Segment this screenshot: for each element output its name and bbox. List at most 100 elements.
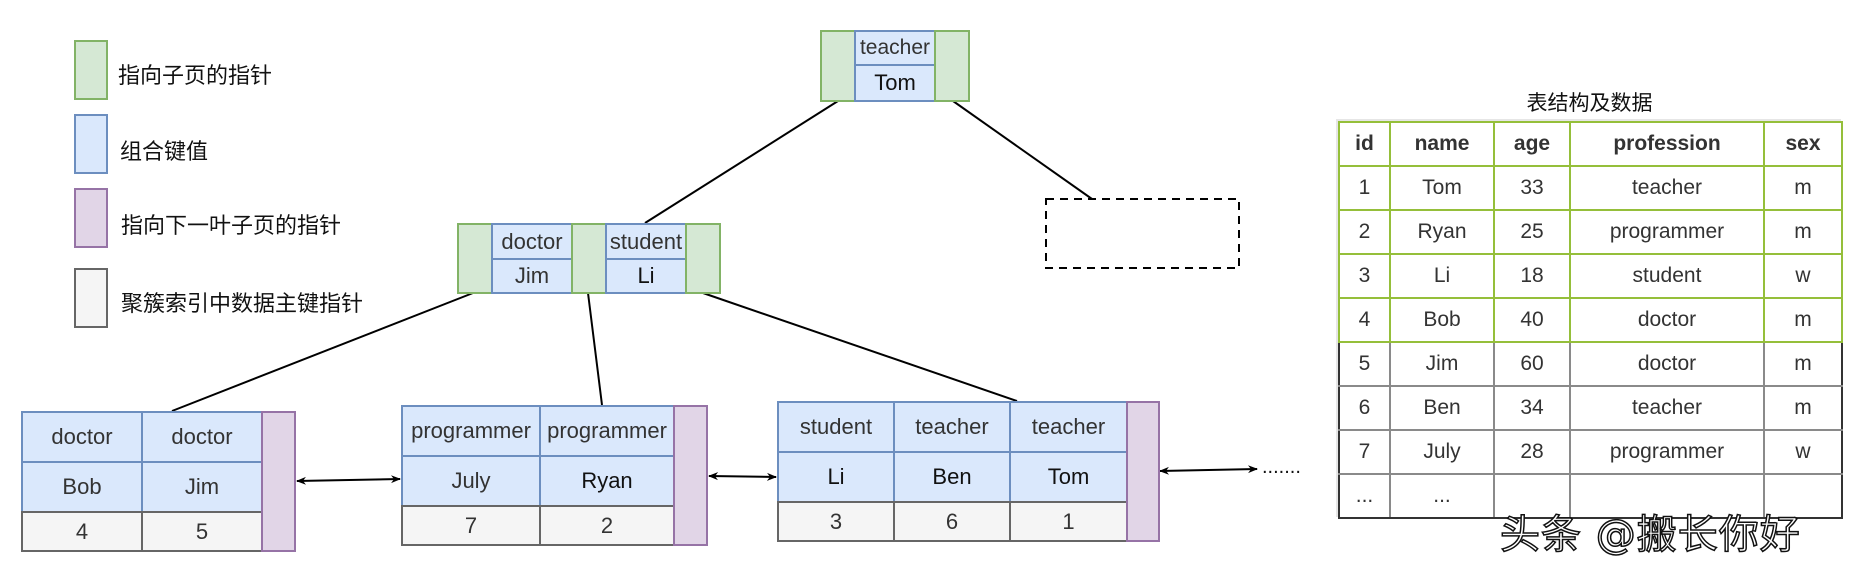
cell-age: 28 [1493,429,1571,475]
table-row: 3 Li 18 student w [1338,253,1843,299]
data-table: id name age profession sex 1 Tom 33 teac… [1338,121,1843,519]
cell-sex: m [1763,297,1843,343]
key-profession: doctor [491,223,573,260]
legend-label-child-pointer: 指向子页的指针 [118,64,273,89]
key-name: Tom [854,64,936,102]
cell-id: 6 [1338,385,1391,431]
leaf-key-profession: programmer [539,405,675,457]
leaf-key-profession: student [777,401,895,453]
leaf-key-profession: doctor [141,411,263,463]
leaf-link-arrow-2-3 [708,472,777,481]
cell-age: 25 [1493,209,1571,255]
cell-id: 4 [1338,297,1391,343]
cell-sex: m [1763,385,1843,431]
cell-id: 3 [1338,253,1391,299]
leaf-link-arrow-3-next [1159,465,1258,475]
cell-profession: teacher [1569,385,1765,431]
child-pointer [571,223,607,294]
legend-label-composite-key: 组合键值 [120,140,209,165]
cell-name: Li [1389,253,1495,299]
cell-name: Tom [1389,165,1495,211]
key-profession: student [605,223,687,260]
leaf-key-profession: teacher [1009,401,1128,453]
key-name: Li [605,258,687,294]
legend-label-primary-key-pointer: 聚簇索引中数据主键指针 [121,292,364,317]
edge-internal-to-leaf-3 [702,292,1018,402]
leaf-key-name: Ryan [539,455,675,507]
leaf-key-name: July [401,455,541,507]
cell-profession: doctor [1569,297,1765,343]
edge-internal-to-leaf-2 [587,292,603,406]
column-header-sex: sex [1763,121,1843,167]
cell-sex: w [1763,429,1843,475]
key-name: Jim [491,258,573,294]
cell-sex: w [1763,253,1843,299]
legend-swatch-composite-key [74,114,108,174]
cell-name: Jim [1389,341,1495,387]
leaf-key-name: Li [777,451,895,503]
legend-label-next-leaf-pointer: 指向下一叶子页的指针 [121,214,342,239]
cell-age: 40 [1493,297,1571,343]
cell-name: Bob [1389,297,1495,343]
table-row: 4 Bob 40 doctor m [1338,297,1843,343]
table-row: ... ... [1338,473,1843,519]
cell-profession: teacher [1569,165,1765,211]
cell-sex [1763,473,1843,519]
child-pointer [685,223,721,294]
table-row: 7 July 28 programmer w [1338,429,1843,475]
edge-root-to-internal [644,100,839,224]
column-header-id: id [1338,121,1391,167]
leaf-primary-key: 4 [21,511,143,552]
leaf-primary-key: 2 [539,505,675,546]
cell-id: 5 [1338,341,1391,387]
cell-sex: m [1763,209,1843,255]
leaf-key-profession: doctor [21,411,143,463]
edge-root-to-placeholder [952,100,1093,200]
leaf-primary-key: 6 [893,501,1011,542]
cell-name: July [1389,429,1495,475]
cell-profession: programmer [1569,209,1765,255]
table-row: 2 Ryan 25 programmer m [1338,209,1843,255]
column-header-profession: profession [1569,121,1765,167]
column-header-name: name [1389,121,1495,167]
edge-internal-to-leaf-1 [171,292,474,412]
cell-age: 33 [1493,165,1571,211]
child-pointer [820,30,856,102]
cell-profession: programmer [1569,429,1765,475]
table-title: 表结构及数据 [1526,91,1653,115]
next-leaf-pointer [673,405,708,546]
cell-id: 1 [1338,165,1391,211]
next-leaf-pointer [261,411,296,552]
cell-id: ... [1338,473,1391,519]
legend-swatch-child-pointer [74,40,108,100]
cell-profession [1569,473,1765,519]
leaf-primary-key: 1 [1009,501,1128,542]
cell-age [1493,473,1571,519]
leaf-link-arrow-1-2 [296,475,401,485]
leaf-primary-key: 3 [777,501,895,542]
table-row: 1 Tom 33 teacher m [1338,165,1843,211]
leaf-key-profession: programmer [401,405,541,457]
cell-age: 18 [1493,253,1571,299]
column-header-age: age [1493,121,1571,167]
leaf-primary-key: 7 [401,505,541,546]
cell-age: 34 [1493,385,1571,431]
leaf-key-name: Ben [893,451,1011,503]
more-leaves-ellipsis: ....... [1262,456,1301,478]
watermark: 头条 @搬长你好 [1499,511,1801,559]
cell-sex: m [1763,341,1843,387]
leaf-key-name: Tom [1009,451,1128,503]
legend-swatch-next-leaf-pointer [74,188,108,248]
placeholder-node [1045,198,1240,269]
cell-profession: doctor [1569,341,1765,387]
leaf-key-name: Bob [21,461,143,513]
cell-id: 2 [1338,209,1391,255]
cell-id: 7 [1338,429,1391,475]
cell-age: 60 [1493,341,1571,387]
leaf-key-name: Jim [141,461,263,513]
table-header-row: id name age profession sex [1338,121,1843,167]
cell-name: Ryan [1389,209,1495,255]
leaf-primary-key: 5 [141,511,263,552]
child-pointer [457,223,493,294]
